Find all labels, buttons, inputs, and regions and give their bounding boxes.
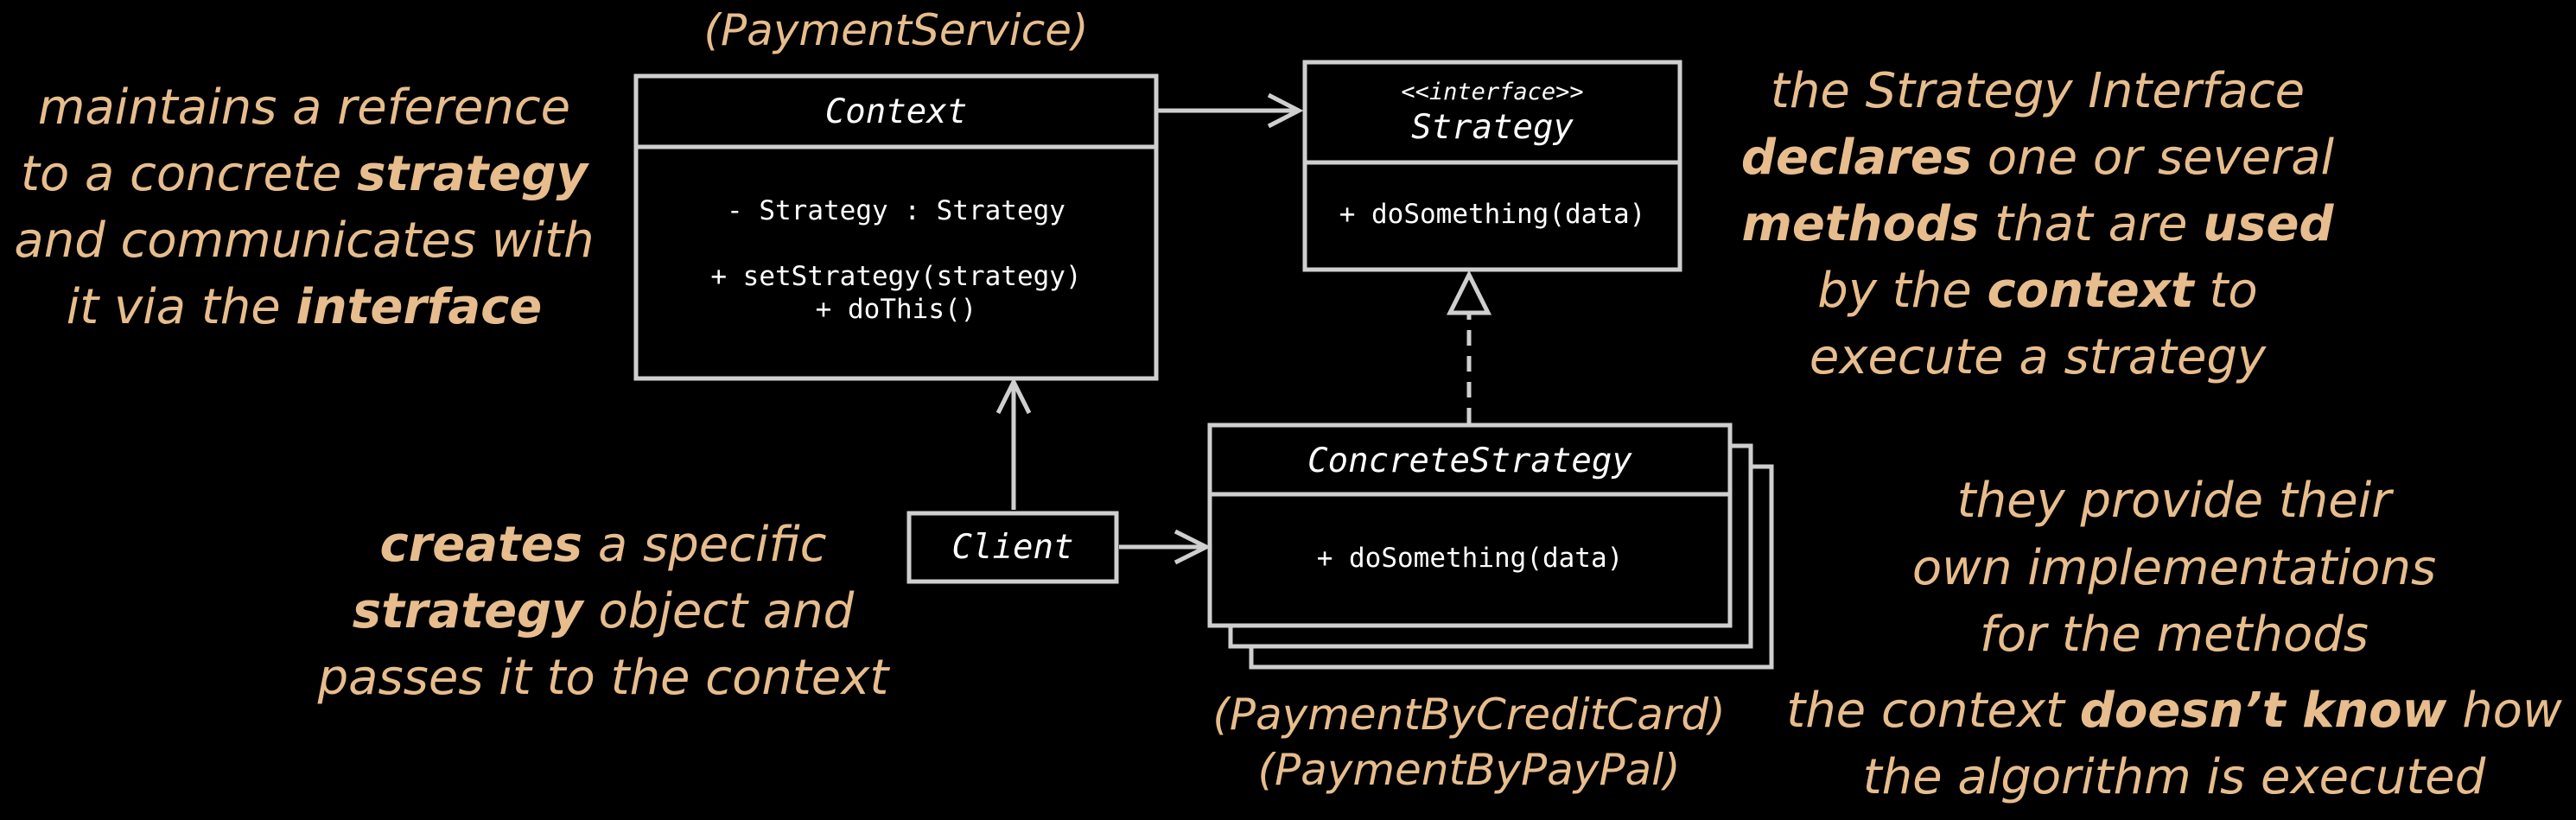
concrete-caption-line4: the context doesn’t know how	[1786, 683, 2562, 739]
strategy-caption-line5: execute a strategy	[1810, 329, 2267, 385]
strategy-stereotype: <<interface>>	[1401, 79, 1583, 105]
client-class-box: Client	[906, 511, 1119, 584]
client-to-concrete-arrow	[1119, 529, 1212, 565]
context-to-strategy-arrow	[1158, 92, 1304, 129]
concrete-strategy-title: ConcreteStrategy	[1307, 442, 1632, 480]
client-to-context-arrow	[995, 377, 1032, 510]
concrete-caption: they provide their own implementations f…	[1786, 473, 2562, 805]
strategy-caption-line4: by the context to	[1817, 263, 2257, 319]
context-title: Context	[825, 92, 967, 131]
context-method-dothis: + doThis()	[816, 294, 977, 325]
context-caption-line4: it via the interface	[67, 279, 543, 335]
strategy-caption: the Strategy Interface declares one or s…	[1741, 63, 2335, 385]
context-class-box: Context - Strategy : Strategy + setStrat…	[633, 73, 1159, 381]
concrete-caption-line5: the algorithm is executed	[1863, 749, 2486, 805]
strategy-caption-line3: methods that are used	[1741, 196, 2334, 252]
strategy-interface-box: <<interface>> Strategy + doSomething(dat…	[1302, 60, 1682, 272]
context-caption-line1: maintains a reference	[38, 79, 570, 136]
concrete-caption-line2: own implementations	[1912, 540, 2436, 596]
strategy-caption-line1: the Strategy Interface	[1771, 63, 2305, 119]
context-caption-line2: to a concrete strategy	[21, 146, 590, 202]
context-caption: maintains a reference to a concrete stra…	[14, 79, 594, 335]
concrete-caption-line1: they provide their	[1957, 473, 2395, 529]
client-caption: creates a specific strategy object and p…	[317, 517, 891, 706]
context-caption-line3: and communicates with	[14, 213, 594, 269]
concrete-caption-line3: for the methods	[1980, 607, 2369, 663]
strategy-method: + doSomething(data)	[1339, 199, 1646, 230]
client-title: Client	[952, 528, 1074, 567]
client-caption-line1: creates a specific	[379, 517, 826, 573]
realization-arrow	[1446, 270, 1492, 423]
concrete-label-creditcard: (PaymentByCreditCard)	[1212, 690, 1725, 740]
context-method-setstrategy: + setStrategy(strategy)	[710, 261, 1081, 292]
context-field: - Strategy : Strategy	[727, 195, 1065, 226]
concrete-strategy-box: ConcreteStrategy + doSomething(data)	[1207, 423, 1774, 670]
concrete-label-paypal: (PaymentByPayPal)	[1257, 745, 1680, 795]
client-caption-line3: passes it to the context	[317, 650, 891, 706]
realization-triangle	[1446, 270, 1492, 315]
strategy-caption-line2: declares one or several	[1741, 130, 2335, 186]
strategy-title: Strategy	[1411, 108, 1574, 147]
client-caption-line2: strategy object and	[353, 583, 855, 639]
concrete-strategy-method: + doSomething(data)	[1317, 543, 1624, 574]
context-label-paymentservice: (PaymentService)	[704, 5, 1089, 55]
